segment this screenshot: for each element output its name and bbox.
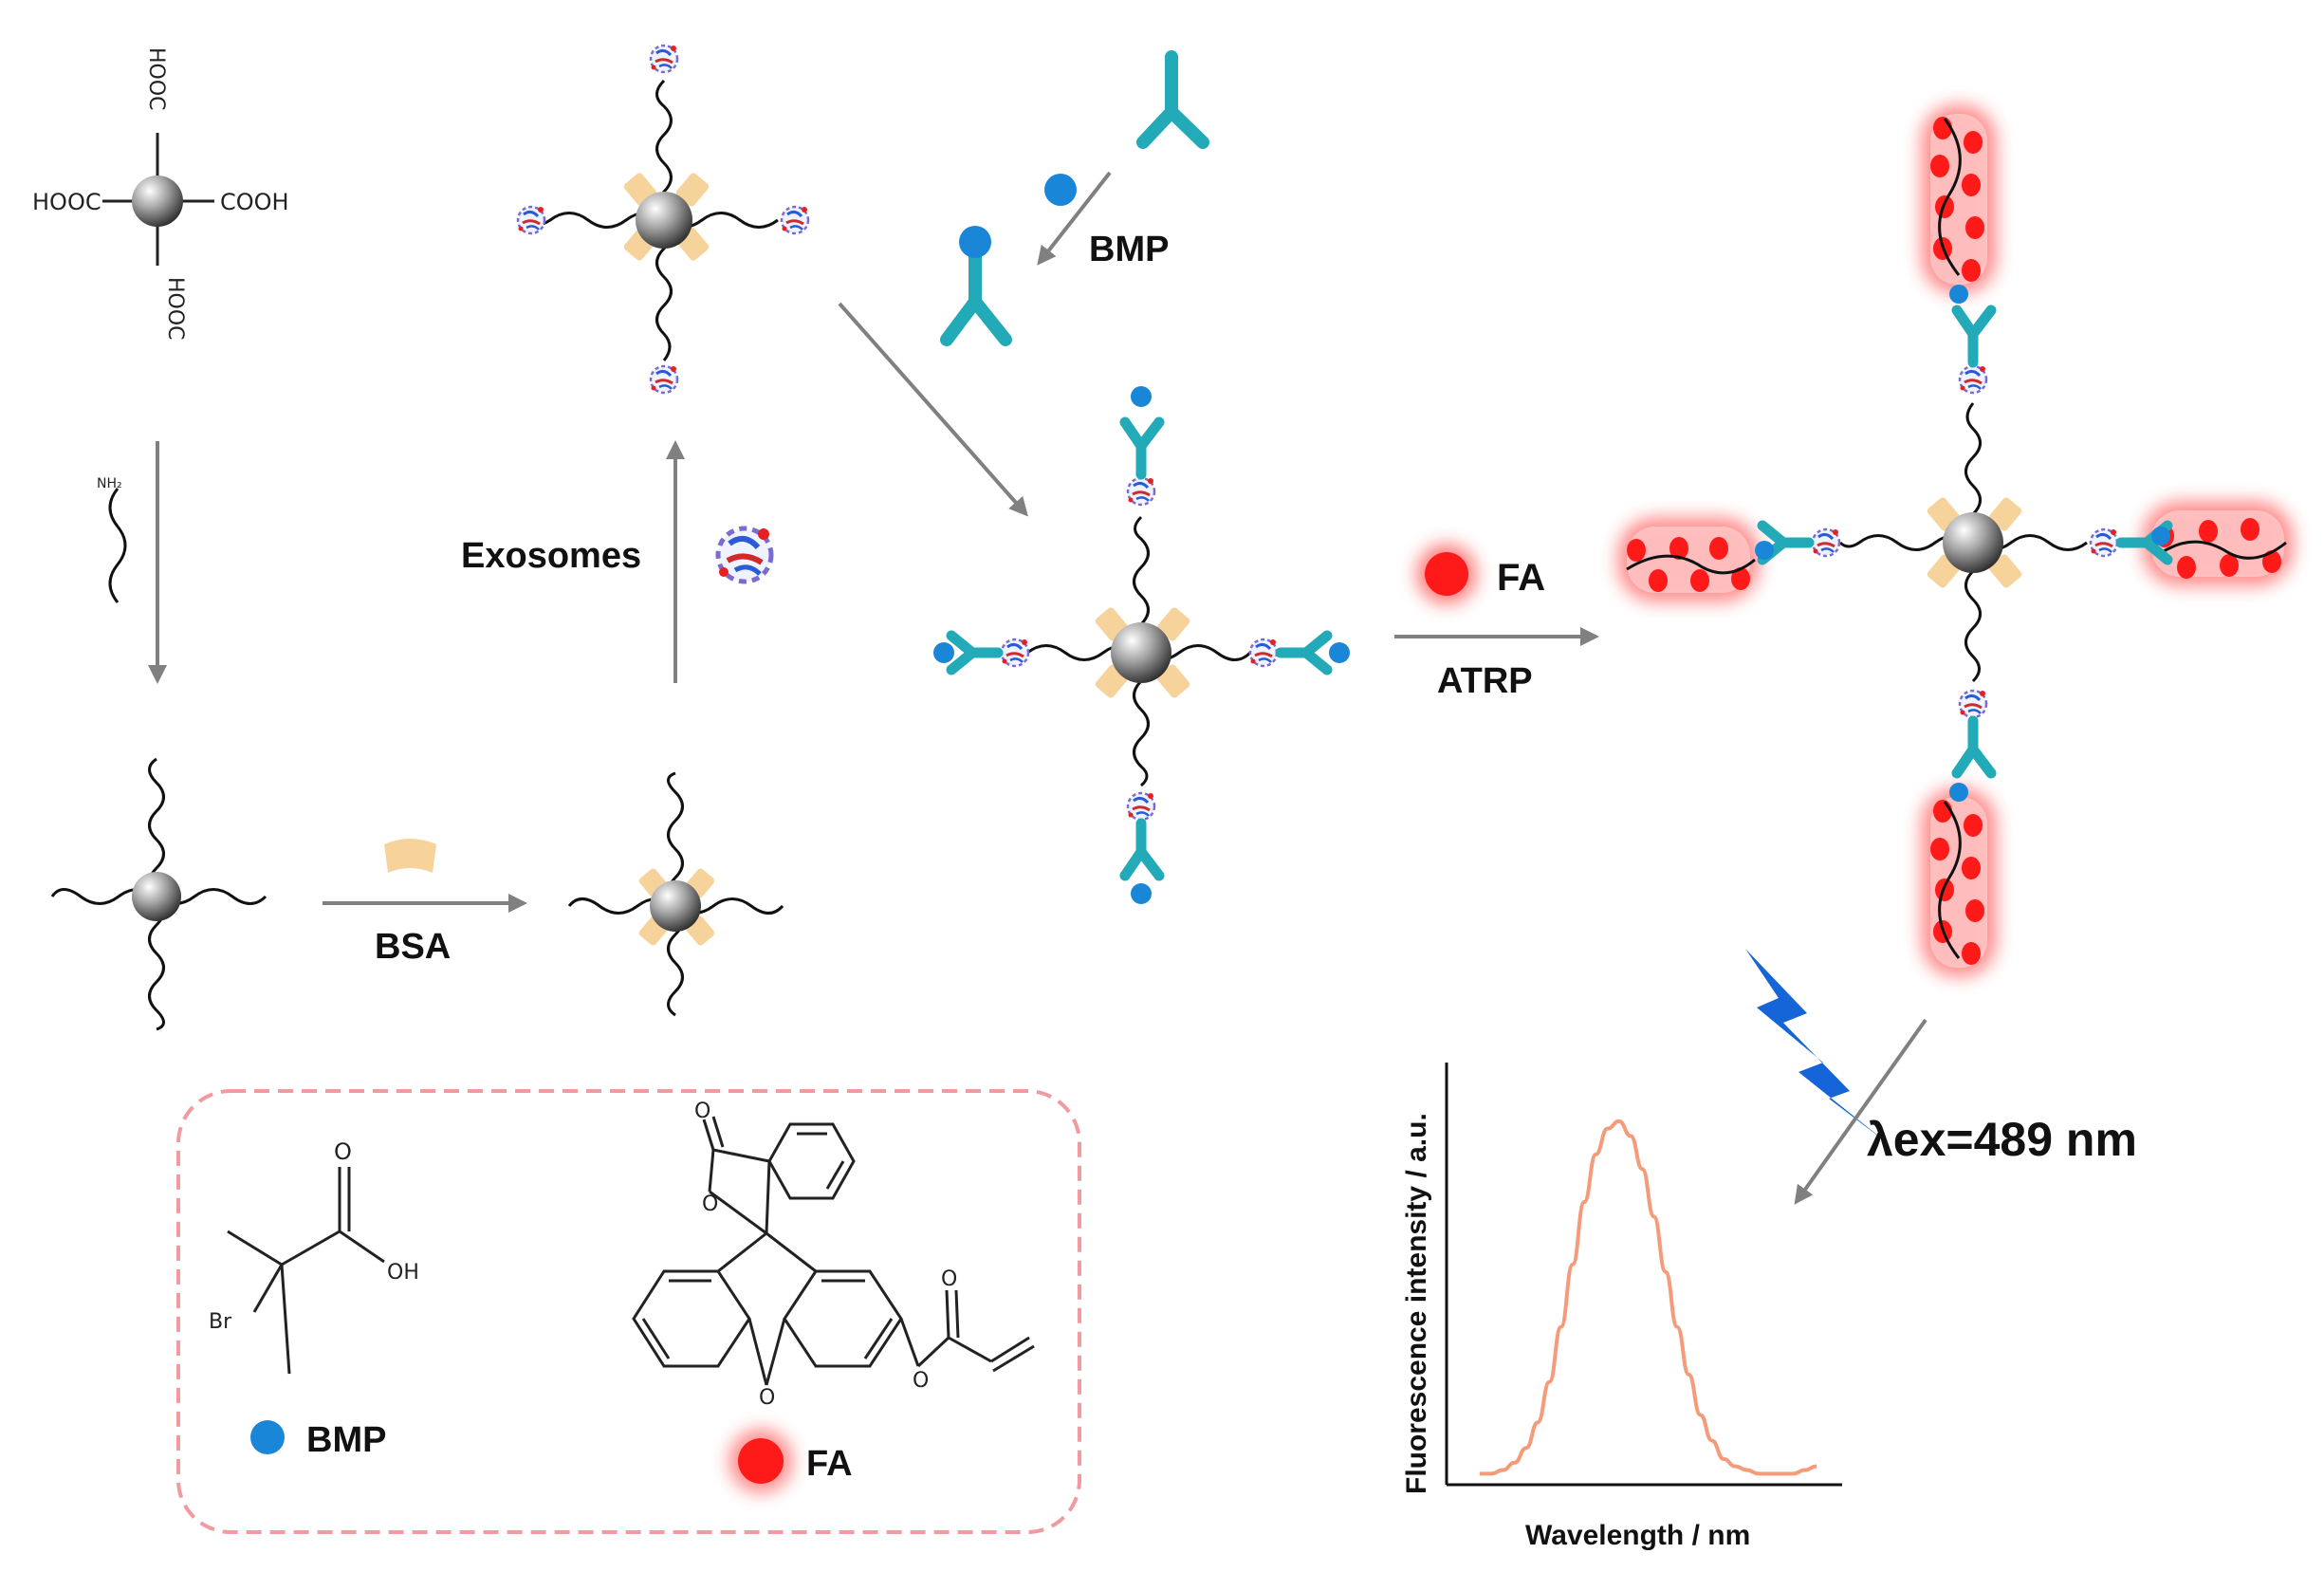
fa-unit-7	[1962, 259, 1981, 282]
lightning-bolt-icon	[1745, 949, 1888, 1143]
fa-unit-27	[2262, 550, 2281, 573]
fa-unit-9	[1964, 814, 1983, 837]
fa-unit-11	[1962, 857, 1981, 879]
fa-unit-10	[1930, 838, 1949, 860]
amine-dna-icon: NH₂	[97, 476, 127, 603]
fa-unit-3	[1962, 174, 1981, 196]
spectrum-curve	[1480, 1119, 1817, 1476]
label-excitation: λex=489 nm	[1867, 1113, 2137, 1166]
legend-box	[176, 1089, 1081, 1534]
group-left: HOOC	[32, 189, 101, 215]
fa-unit-18	[1669, 537, 1688, 560]
fa-unit-17	[1649, 569, 1668, 592]
fa-unit-24	[2199, 520, 2218, 543]
group-bottom: HOOC	[163, 277, 187, 341]
label-atrp: ATRP	[1437, 661, 1533, 701]
fa-o5-label: O	[941, 1267, 957, 1291]
legend-bmp-dot	[250, 1420, 285, 1454]
exosome-bead	[516, 44, 810, 395]
fa-unit-13	[1965, 899, 1984, 922]
exosome-icon	[718, 528, 771, 582]
group-right: COOH	[220, 189, 289, 215]
label-exosomes: Exosomes	[461, 536, 641, 576]
legend-bmp-label: BMP	[306, 1420, 386, 1460]
label-fa: FA	[1497, 557, 1545, 599]
arrow-assembly	[838, 302, 1028, 517]
fa-unit-16	[1627, 539, 1646, 562]
fa-o3-label: O	[759, 1386, 775, 1410]
bmp-oh-label: OH	[387, 1261, 419, 1285]
fluorescence-chart: Wavelength / nm Fluorescence intensity /…	[1401, 1063, 1842, 1551]
fa-unit-19	[1690, 569, 1709, 592]
carboxyl-bead: HOOC HOOC COOH HOOC	[32, 47, 289, 341]
bsa-bead	[567, 771, 784, 1017]
fa-unit-20	[1709, 537, 1728, 560]
legend-fa-dot	[729, 1429, 793, 1493]
chart-x-label: Wavelength / nm	[1525, 1520, 1750, 1551]
label-bmp: BMP	[1089, 230, 1169, 269]
fa-o1-label: O	[694, 1100, 710, 1123]
bmp-dot	[1044, 174, 1077, 206]
bmp-structure	[227, 1167, 385, 1375]
bmp-o-label: O	[334, 1138, 352, 1165]
fa-unit-21	[1731, 567, 1750, 590]
fa-unit-25	[2220, 554, 2239, 577]
fa-unit-23	[2177, 556, 2196, 579]
legend-fa-label: FA	[806, 1444, 853, 1484]
bsa-icon	[384, 839, 436, 873]
antibody-icon	[1136, 50, 1209, 149]
amine-label: NH₂	[97, 476, 122, 491]
dna-bead	[50, 757, 267, 1031]
arrow-bmp	[1037, 171, 1112, 266]
bmp-br-label: Br	[209, 1310, 232, 1334]
fa-o2-label: O	[702, 1193, 718, 1216]
labeled-bead	[933, 386, 1350, 904]
fa-unit-1	[1964, 131, 1983, 154]
fa-unit-2	[1930, 155, 1949, 177]
chart-y-label: Fluorescence intensity / a.u.	[1401, 1113, 1432, 1494]
group-top: HOOC	[144, 47, 168, 111]
label-bsa: BSA	[375, 927, 451, 967]
bmp-antibody-icon	[940, 226, 1012, 346]
polymer-probe	[1617, 104, 2294, 977]
fa-structure	[632, 1116, 1035, 1386]
fa-monomer-icon	[1416, 544, 1477, 604]
arrow-excitation	[1794, 1018, 1927, 1205]
fa-unit-26	[2241, 518, 2259, 541]
fa-unit-5	[1965, 216, 1984, 239]
fa-unit-15	[1962, 942, 1981, 965]
fa-o4-label: O	[913, 1369, 929, 1393]
